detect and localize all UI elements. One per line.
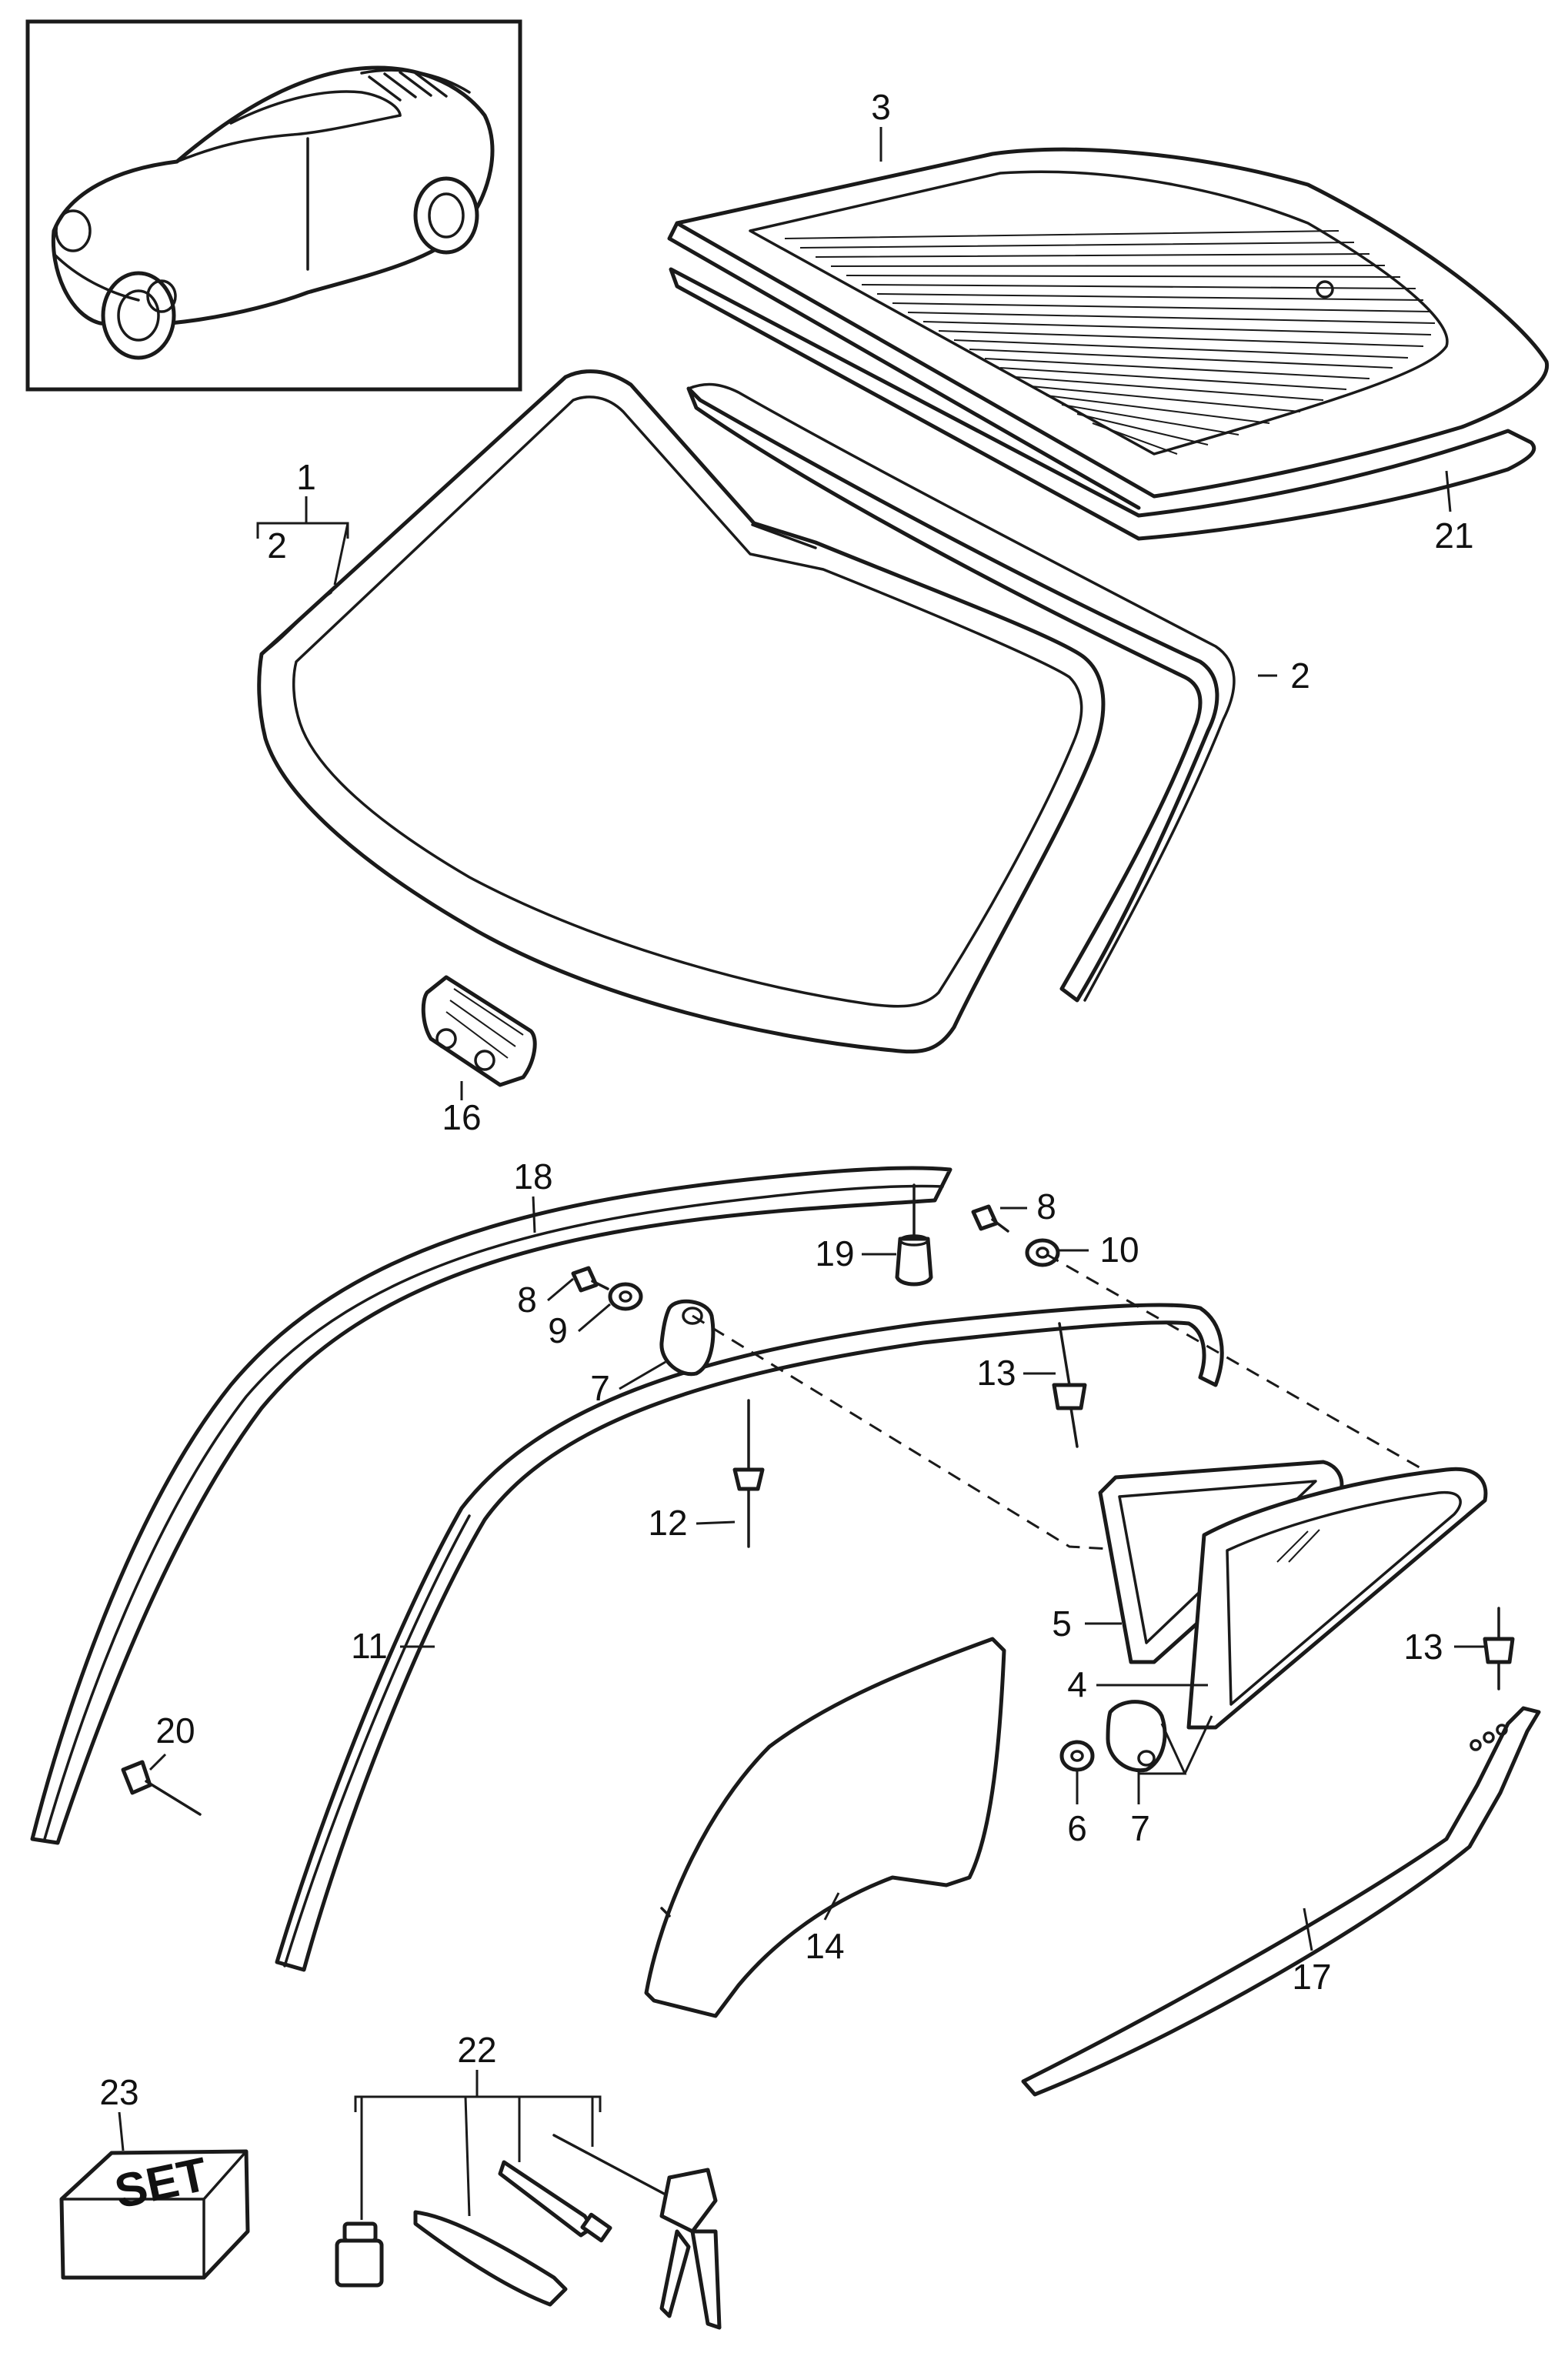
roof-side-seal [275, 1303, 1224, 1972]
windshield-glass [257, 369, 1106, 1054]
callout-19: 19 [815, 1233, 854, 1273]
leader-lines [118, 127, 1485, 2220]
mirror-mount [421, 975, 537, 1087]
callout-5: 5 [1052, 1604, 1072, 1644]
clip-12 [732, 1399, 765, 1548]
callout-2: 2 [1290, 656, 1310, 696]
callout-7: 7 [590, 1368, 610, 1408]
cap-7-upper [659, 1299, 716, 1377]
callout-23: 23 [99, 2072, 138, 2112]
callout-22: 22 [457, 2030, 496, 2070]
callout-18: 18 [513, 1156, 552, 1197]
adhesive-kit [335, 2134, 722, 2330]
callout-12: 12 [648, 1503, 687, 1543]
callout-10: 10 [1099, 1230, 1139, 1270]
adhesive-tube [413, 2210, 568, 2307]
callout-3: 3 [871, 87, 891, 127]
bolt-19 [895, 1183, 933, 1287]
callout-21: 21 [1434, 516, 1473, 556]
washer-10 [1025, 1238, 1060, 1267]
callout-14: 14 [805, 1926, 844, 1966]
lower-side-trim [1021, 1706, 1541, 2097]
callout-16: 16 [442, 1097, 481, 1137]
caulking-gun [552, 2134, 722, 2330]
assembly-line-2 [1046, 1253, 1424, 1471]
quarter-window-glass [1186, 1467, 1488, 1730]
callout-8: 8 [1036, 1187, 1056, 1227]
callout-8: 8 [517, 1280, 537, 1320]
callout-13: 13 [976, 1353, 1016, 1393]
front-wheel [101, 271, 176, 360]
callout-1: 1 [296, 457, 316, 497]
callout-2: 2 [267, 526, 287, 566]
car-coupe-icon [51, 65, 495, 360]
callout-13: 13 [1403, 1627, 1443, 1667]
set-box-icon: SET [59, 2148, 250, 2280]
windshield-seal [260, 382, 1236, 1003]
callout-labels: 1 2 2 3 21 16 18 19 8 10 8 9 7 13 12 11 … [99, 87, 1473, 2112]
callout-11: 11 [351, 1626, 388, 1666]
cap-7-lower [1106, 1700, 1167, 1773]
primer-bottle [335, 2221, 384, 2288]
clip-13-upper [1052, 1322, 1087, 1448]
rear-wheel [413, 176, 479, 255]
vehicle-thumbnail [25, 19, 522, 392]
callout-17: 17 [1292, 1957, 1331, 1997]
screw-8-lower [571, 1266, 609, 1293]
rear-window-seal [669, 267, 1536, 541]
applicator-nozzle [498, 2160, 612, 2243]
rear-window-glass [667, 147, 1550, 510]
rivet-20 [121, 1760, 202, 1816]
callout-6: 6 [1067, 1808, 1087, 1848]
washer-6 [1059, 1740, 1095, 1772]
callout-7: 7 [1130, 1808, 1150, 1848]
callout-4: 4 [1067, 1664, 1087, 1704]
washer-9 [608, 1282, 643, 1311]
callout-20: 20 [155, 1711, 195, 1751]
screw-8-upper [971, 1204, 1009, 1233]
clip-13-lower [1483, 1607, 1515, 1690]
callout-9: 9 [548, 1310, 568, 1350]
roof-trim-strip [30, 1166, 952, 1845]
assembly-line-1 [692, 1314, 1201, 1556]
